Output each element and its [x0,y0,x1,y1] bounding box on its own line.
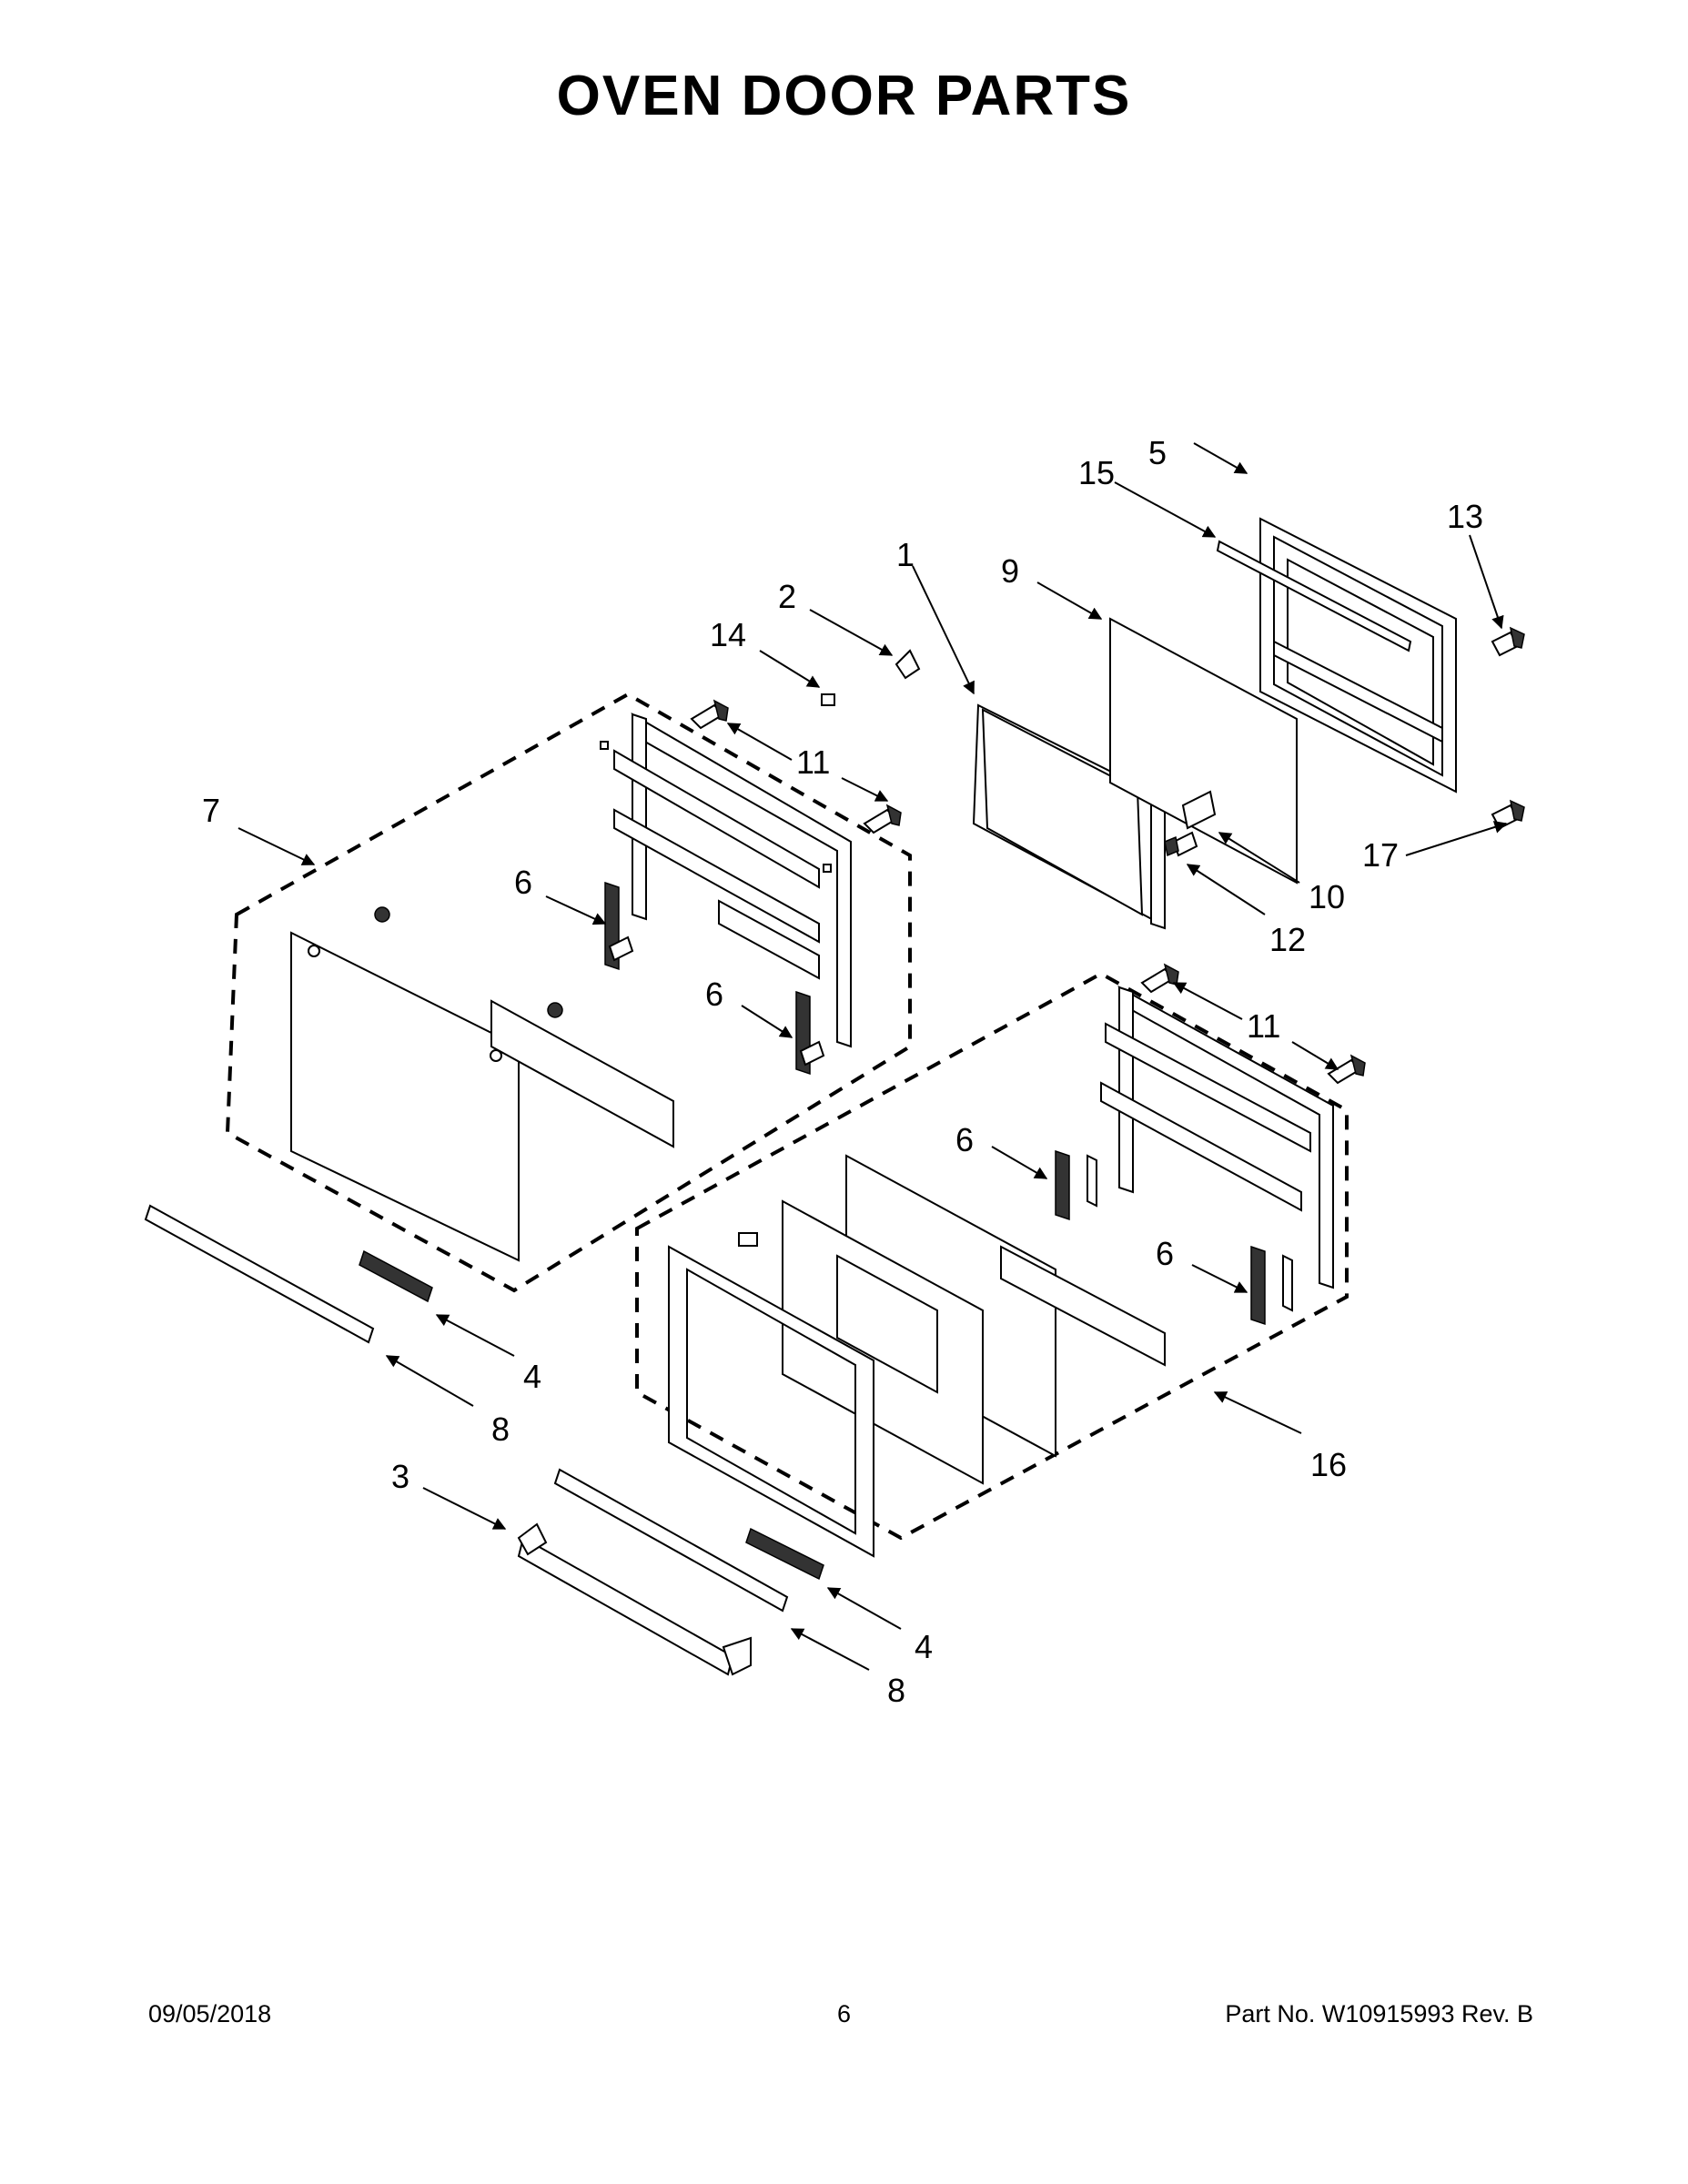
door-rail [1216,540,1412,652]
leader-6a [545,895,607,925]
callout-1: 1 [896,536,915,573]
callout-9: 9 [1001,552,1019,590]
leader-12 [1186,864,1266,915]
lower-door-trim-frame [668,1245,874,1558]
callout-11-lower: 11 [1247,1007,1280,1045]
callout-6-lower-right: 6 [1156,1235,1174,1272]
screw-upper-side [863,804,902,834]
callout-13: 13 [1447,498,1483,535]
screw-lower-top [1140,963,1179,994]
leader-10 [1218,832,1300,884]
upper-door-frame [600,713,852,1048]
door-clip [895,649,921,680]
lower-handle-trim [553,1468,789,1613]
leader-6d [1191,1264,1248,1293]
inner-glass-panel [1109,617,1298,885]
callout-2: 2 [778,578,796,615]
callout-4-upper: 4 [523,1358,541,1395]
leader-3 [422,1487,507,1530]
callout-8-lower: 8 [887,1672,905,1709]
hinge-upper-left [604,881,634,971]
leader-13 [1469,534,1504,630]
leader-1 [912,565,975,695]
callout-10: 10 [1309,878,1345,915]
lower-door-vent-strip [1000,1245,1166,1367]
screw-bottom-right [1491,799,1525,830]
upper-handle-trim [144,1204,375,1344]
callout-4-lower: 4 [915,1628,933,1665]
callout-6-upper-left: 6 [514,864,532,901]
callout-6-upper-right: 6 [705,976,723,1013]
leader-9 [1036,581,1103,620]
callout-8-upper: 8 [491,1410,510,1448]
leader-16 [1213,1391,1302,1434]
callout-17: 17 [1362,836,1399,874]
page-title: OVEN DOOR PARTS [556,65,1132,127]
callout-6-lower-left: 6 [955,1121,974,1158]
leader-8b [790,1628,870,1671]
leader-2 [809,609,894,656]
lower-door-frame [1100,986,1334,1289]
inner-door-liner [972,703,1166,930]
leader-5 [1193,442,1248,474]
callout-12: 12 [1269,921,1306,958]
callout-5: 5 [1148,434,1167,471]
hinge-lower-left [1055,1149,1097,1221]
leader-17 [1405,821,1508,856]
upper-door-inner-glass [290,906,520,1262]
leader-14 [759,650,821,688]
leader-4a [435,1314,515,1357]
leader-8a [385,1355,474,1407]
callout-3: 3 [391,1458,409,1495]
footer-part-number: Part No. W10915993 Rev. B [1225,2000,1533,2027]
footer-page-number: 6 [836,2000,852,2027]
door-handle [517,1522,752,1676]
leader-4b [826,1587,902,1630]
lower-nameplate [745,1527,824,1581]
screw-upper-top [690,699,729,730]
leader-6b [741,1005,793,1038]
screw-top-right [1491,626,1525,657]
leader-7 [238,827,316,865]
glass-bracket [1181,790,1217,830]
callout-7: 7 [202,792,220,829]
leader-11b-top [1172,982,1243,1020]
hinge-lower-right [1250,1245,1293,1326]
callout-15: 15 [1078,454,1115,491]
upper-door-vent-strip [490,999,674,1148]
callout-11-upper: 11 [796,743,830,781]
leader-11b-side [1291,1041,1339,1070]
callout-14: 14 [710,616,746,653]
hinge-upper-right [795,990,825,1076]
footer-date: 09/05/2018 [148,2000,272,2027]
hinge-screw [1164,831,1198,857]
leader-11a-side [841,777,889,802]
leader-6c [991,1146,1048,1179]
callout-16: 16 [1310,1446,1347,1483]
leader-15 [1114,481,1217,538]
lower-door-assembly-outline [635,971,1349,1541]
upper-nameplate [359,1249,433,1303]
leader-11a-top [726,723,793,761]
door-spacer-clip [821,693,835,706]
screw-lower-side [1327,1054,1366,1085]
